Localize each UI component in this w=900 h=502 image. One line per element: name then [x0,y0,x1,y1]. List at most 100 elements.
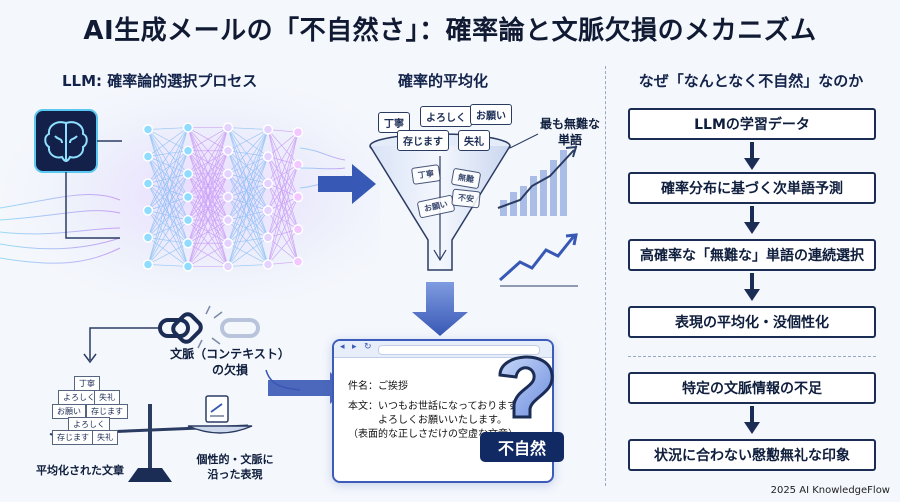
nn-connection [227,173,269,184]
nn-connection [147,129,189,244]
nn-node [222,214,234,226]
stack-word: 丁寧 [74,376,100,391]
nn-connection [227,183,269,221]
nn-connection [147,183,189,244]
cause-flow-chart: LLMの学習データ 確率分布に基づく次単語予測 高確率な「無難な」単語の連続選択… [610,66,892,484]
nn-connection [147,219,189,265]
reload-icon: ↻ [364,342,372,352]
nn-connection [147,156,189,267]
nn-connection [227,150,269,157]
nn-connection [187,127,229,267]
down-arrow-icon [744,406,760,434]
nn-connection [187,127,229,175]
nn-connection [227,150,269,265]
nn-connection [147,129,189,152]
word-tag: よろしく [420,106,472,127]
nn-connection [147,129,189,267]
section-divider [605,66,606,486]
nn-node [182,214,194,226]
nn-connection [147,150,189,238]
nn-connection [147,219,189,238]
callout-line: 最も無難な [540,117,601,131]
nn-node [182,122,194,133]
browser-toolbar: ◂ ▸ ↻ [334,341,552,358]
nn-connection [187,127,229,152]
nn-connection [227,173,269,265]
nn-connection [227,156,269,175]
nn-connection [147,173,189,211]
nn-connection [267,132,299,265]
unnatural-badge: 不自然 [480,432,564,462]
nn-connection [267,129,299,262]
nn-connection [267,196,299,265]
nn-node [262,151,274,162]
nn-connection [227,219,269,238]
nn-connection [187,127,229,244]
nn-connection [147,150,189,157]
word-tag: お願い [470,104,512,125]
nn-connection [147,196,189,265]
nn-connection [267,164,299,238]
nn-connection [147,183,189,198]
nn-connection [267,156,299,198]
nn-connection [227,127,269,265]
word-tag: 丁寧 [378,112,410,133]
nn-connection [227,129,269,152]
nn-connection [267,210,299,230]
nn-connection [147,242,189,265]
nn-connection [227,150,269,238]
caption-line: 沿った表現 [207,468,263,481]
flow-step: 確率分布に基づく次単語予測 [628,172,876,204]
nn-connection [187,127,229,198]
nn-connection [227,156,269,267]
flow-step: 高確率な「無難な」単語の連続選択 [628,239,876,271]
nn-connection [227,210,269,267]
nn-node [292,224,304,235]
nn-connection [227,127,269,238]
section-heading-why: なぜ「なんとなく不自然」なのか [638,72,864,90]
context-loss-label: 文脈（コンテキスト） の欠損 [170,346,290,378]
nn-connection [267,164,299,265]
nn-connection [147,127,189,265]
nn-connection [147,210,189,244]
nn-connection [267,164,299,184]
flow-step: 特定の文脈情報の不足 [628,372,876,404]
context-label-line: の欠損 [211,363,248,377]
nn-connection [147,196,189,211]
nn-node [292,191,304,203]
nn-node [292,159,304,170]
contextual-expression-caption: 個性的・文脈に 沿った表現 [190,452,280,482]
nn-connection [147,156,189,221]
nn-node [142,259,154,270]
nn-node [182,191,194,203]
nn-node [222,145,234,156]
email-body-line: 本文：いつもお世話になっております。 [348,401,527,412]
nn-connection [267,229,299,265]
nn-connection [227,129,269,244]
nn-connection [227,150,269,184]
nn-connection [267,132,299,184]
down-arrow-icon [744,206,760,234]
nn-connection [227,156,269,244]
nn-connection [267,183,299,198]
nn-connection [147,129,189,198]
nn-connection [267,196,299,211]
nn-node [262,178,274,189]
nn-connection [267,164,299,211]
word-tag: 存じます [397,130,449,151]
nn-node [292,126,304,138]
nn-connection [267,183,299,230]
nn-connection [147,196,189,238]
nn-node [142,151,154,162]
nn-node [182,261,194,272]
trend-chart-icon [497,145,578,216]
nn-connection [227,242,269,265]
nn-connection [147,127,189,130]
nn-connection [147,156,189,244]
flow-step: 表現の平均化・没個性化 [628,306,876,338]
nn-connection [227,127,269,130]
funnel-callout: 最も無難な 単語 [540,116,600,148]
nn-connection [267,131,299,157]
nn-connection [227,237,269,267]
stack-word: 失礼 [92,430,118,445]
